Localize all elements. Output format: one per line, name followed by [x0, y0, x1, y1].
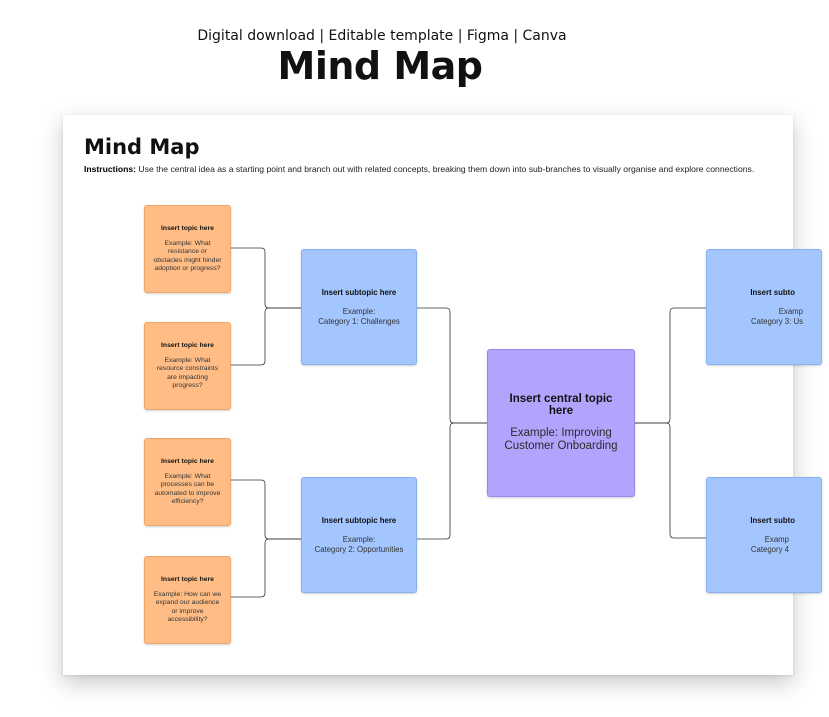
connector-subtopic-2 [417, 422, 488, 540]
subtopic-node-1[interactable]: Insert subtopic here Example: Category 1… [301, 249, 417, 365]
central-text: Example: Improving Customer Onboarding [504, 426, 618, 453]
subtopic-title: Insert subto [750, 516, 795, 525]
sheet-title: Mind Map [84, 135, 200, 159]
subtopic-text: Example: Category 2: Opportunities [314, 535, 404, 554]
central-topic-node[interactable]: Insert central topic here Example: Impro… [487, 349, 635, 497]
header-subtitle: Digital download | Editable template | F… [197, 28, 567, 44]
topic-text: Example: What resistance or obstacles mi… [153, 239, 222, 272]
central-title: Insert central topic here [509, 392, 613, 417]
connector-subtopic-3 [635, 307, 706, 424]
mind-map-sheet: Mind Map Instructions: Use the central i… [63, 115, 822, 675]
topic-node-3[interactable]: Insert topic here Example: What processe… [144, 438, 231, 526]
connector-lines [231, 247, 706, 598]
subtopic-node-3[interactable]: Insert subto Examp Category 3: Us [706, 249, 822, 365]
topic-title: Insert topic here [161, 575, 214, 583]
topic-node-2[interactable]: Insert topic here Example: What resource… [144, 322, 231, 410]
subtopic-text: Examp Category 4 [750, 535, 789, 554]
subtopic-text: Examp Category 3: Us [750, 307, 803, 326]
subtopic-text: Example: Category 1: Challenges [318, 307, 400, 326]
connector-topic-3 [231, 479, 301, 540]
topic-text: Example: What resource constraints are i… [156, 356, 219, 389]
subtopic-node-4[interactable]: Insert subto Examp Category 4 [706, 477, 822, 593]
instructions-label: Instructions: [84, 164, 137, 174]
subtopic-node-2[interactable]: Insert subtopic here Example: Category 2… [301, 477, 417, 593]
topic-title: Insert topic here [161, 224, 214, 232]
connector-topic-1 [231, 247, 301, 309]
instructions-text: Use the central idea as a starting point… [136, 164, 755, 174]
subtopic-title: Insert subto [750, 288, 795, 297]
topic-node-1[interactable]: Insert topic here Example: What resistan… [144, 205, 231, 293]
instructions: Instructions: Use the central idea as a … [84, 164, 784, 174]
topic-node-4[interactable]: Insert topic here Example: How can we ex… [144, 556, 231, 644]
header-title: Mind Map [277, 44, 483, 88]
connector-subtopic-1 [417, 307, 488, 424]
subtopic-title: Insert subtopic here [321, 288, 397, 297]
connector-subtopic-4 [635, 422, 706, 539]
connector-topic-2 [231, 307, 301, 366]
topic-text: Example: How can we expand our audience … [153, 590, 222, 623]
connector-topic-4 [231, 538, 301, 598]
topic-title: Insert topic here [161, 341, 214, 349]
subtopic-title: Insert subtopic here [321, 516, 397, 525]
topic-title: Insert topic here [161, 457, 214, 465]
topic-text: Example: What processes can be automated… [154, 472, 221, 505]
